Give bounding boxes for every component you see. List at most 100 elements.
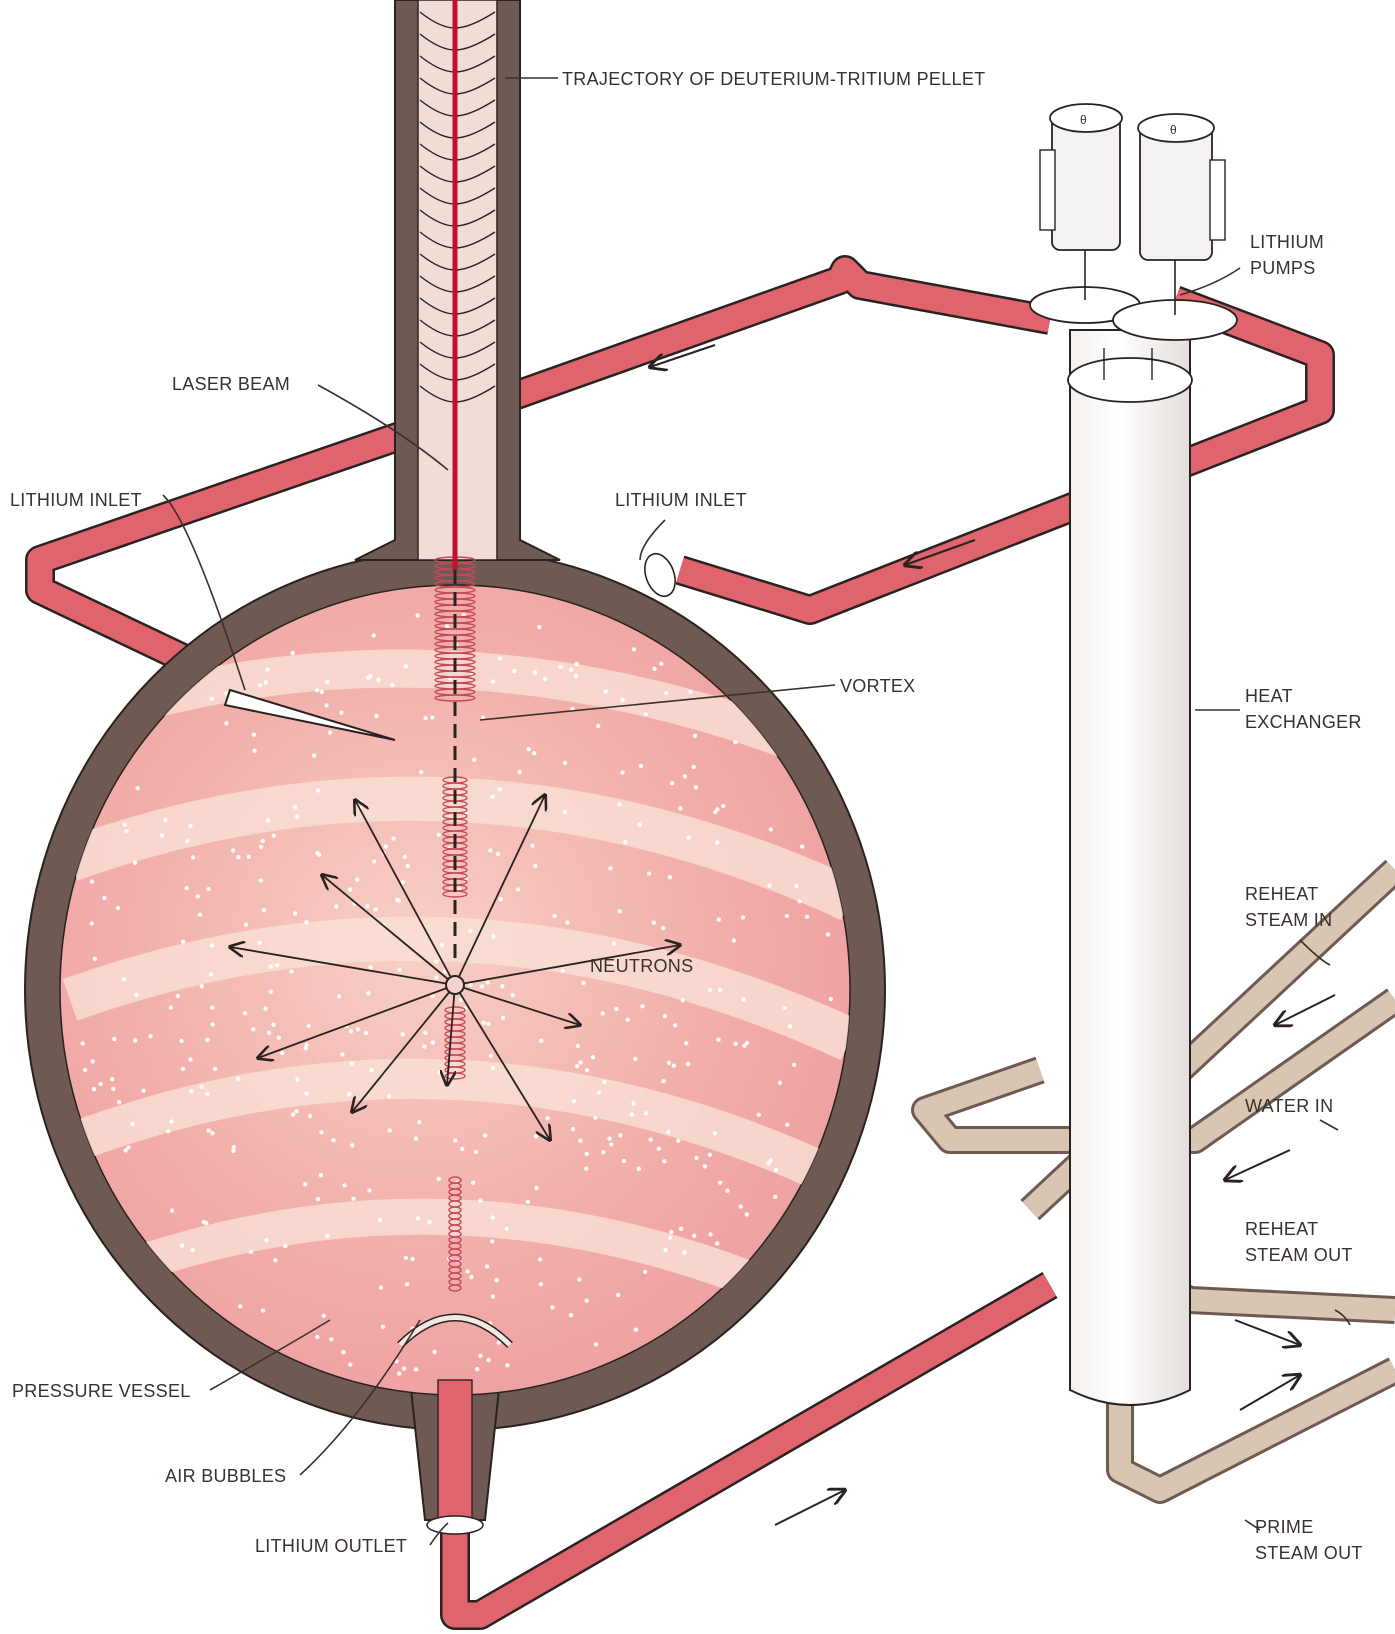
air-bubble-dot [379, 1285, 383, 1289]
air-bubble-dot [397, 898, 401, 902]
air-bubble-dot [308, 1114, 312, 1118]
air-bubble-dot [733, 740, 737, 744]
air-bubble-dot [273, 1258, 277, 1262]
air-bubble-dot [358, 799, 362, 803]
air-bubble-dot [290, 651, 294, 655]
air-bubble-dot [745, 1212, 749, 1216]
air-bubble-dot [196, 894, 200, 898]
air-bubble-dot [687, 835, 691, 839]
label-heat-exchanger-line1: HEAT [1245, 686, 1293, 706]
air-bubble-dot [694, 785, 698, 789]
air-bubble-dot [667, 1061, 671, 1065]
air-bubble-dot [324, 703, 328, 707]
air-bubble-dot [488, 848, 492, 852]
air-bubble-dot [673, 1023, 677, 1027]
air-bubble-dot [166, 1129, 170, 1133]
label-lithium-inlet-left: LITHIUM INLET [10, 490, 142, 510]
air-bubble-dot [205, 1092, 209, 1096]
air-bubble-dot [180, 1243, 184, 1247]
air-bubble-dot [372, 633, 376, 637]
air-bubble-dot [83, 1068, 87, 1072]
air-bubble-dot [491, 679, 495, 683]
air-bubble-dot [238, 1304, 242, 1308]
air-bubble-dot [331, 1138, 335, 1142]
air-bubble-dot [322, 1314, 326, 1318]
air-bubble-dot [148, 1034, 152, 1038]
air-bubble-dot [666, 1130, 670, 1134]
air-bubble-dot [532, 751, 536, 755]
air-bubble-dot [432, 1350, 436, 1354]
air-bubble-dot [247, 855, 251, 859]
air-bubble-dot [591, 1055, 595, 1059]
air-bubble-dot [80, 1041, 84, 1045]
air-bubble-dot [526, 1200, 530, 1204]
air-bubble-dot [348, 1362, 352, 1366]
air-bubble-dot [134, 993, 138, 997]
air-bubble-dot [686, 1062, 690, 1066]
air-bubble-dot [265, 667, 269, 671]
air-bubble-dot [199, 1085, 203, 1089]
air-bubble-dot [649, 1138, 653, 1142]
air-bubble-dot [416, 1216, 420, 1220]
air-bubble-dot [713, 1131, 717, 1135]
air-bubble-dot [307, 1024, 311, 1028]
air-bubble-dot [794, 884, 798, 888]
air-bubble-dot [258, 683, 262, 687]
air-bubble-dot [657, 1147, 661, 1151]
air-bubble-dot [348, 887, 352, 891]
air-bubble-dot [572, 1099, 576, 1103]
lithium-pump-left: θ [1030, 104, 1140, 323]
air-bubble-dot [160, 833, 164, 837]
air-bubble-dot [122, 823, 126, 827]
air-bubble-dot [213, 1067, 217, 1071]
air-bubble-dot [190, 1248, 194, 1252]
air-bubble-dot [210, 1005, 214, 1009]
air-bubble-dot [652, 921, 656, 925]
air-bubble-dot [495, 1278, 499, 1282]
air-bubble-dot [185, 839, 189, 843]
air-bubble-dot [293, 805, 297, 809]
air-bubble-dot [453, 1138, 457, 1142]
air-bubble-dot [434, 960, 438, 964]
air-bubble-dot [90, 879, 94, 883]
heat-exchanger [1068, 330, 1192, 1405]
air-bubble-dot [350, 1061, 354, 1065]
air-bubble-dot [436, 833, 440, 837]
air-bubble-dot [511, 993, 515, 997]
air-bubble-dot [188, 1057, 192, 1061]
air-bubble-dot [672, 1064, 676, 1068]
air-bubble-dot [681, 998, 685, 1002]
air-bubble-dot [304, 920, 308, 924]
air-bubble-dot [577, 1277, 581, 1281]
air-bubble-dot [283, 1244, 287, 1248]
air-bubble-dot [334, 904, 338, 908]
air-bubble-dot [347, 1092, 351, 1096]
air-bubble-dot [512, 669, 516, 673]
air-bubble-dot [98, 1082, 102, 1086]
air-bubble-dot [581, 981, 585, 985]
air-bubble-dot [340, 1052, 344, 1056]
air-bubble-dot [486, 980, 490, 984]
air-bubble-dot [366, 991, 370, 995]
air-bubble-dot [342, 1183, 346, 1187]
air-bubble-dot [652, 667, 656, 671]
air-bubble-dot [629, 1112, 633, 1116]
air-bubble-dot [661, 1079, 665, 1083]
air-bubble-dot [355, 877, 359, 881]
air-bubble-dot [267, 1031, 271, 1035]
air-bubble-dot [415, 613, 419, 617]
air-bubble-dot [401, 1032, 405, 1036]
air-bubble-dot [489, 1054, 493, 1058]
air-bubble-dot [316, 1197, 320, 1201]
air-bubble-dot [133, 1038, 137, 1042]
air-bubble-dot [486, 1358, 490, 1362]
air-bubble-dot [423, 716, 427, 720]
air-bubble-dot [471, 1181, 475, 1185]
air-bubble-dot [569, 1313, 573, 1317]
air-bubble-dot [406, 864, 410, 868]
air-bubble-dot [316, 788, 320, 792]
air-bubble-dot [644, 712, 648, 716]
air-bubble-dot [170, 1208, 174, 1212]
air-bubble-dot [431, 1040, 435, 1044]
